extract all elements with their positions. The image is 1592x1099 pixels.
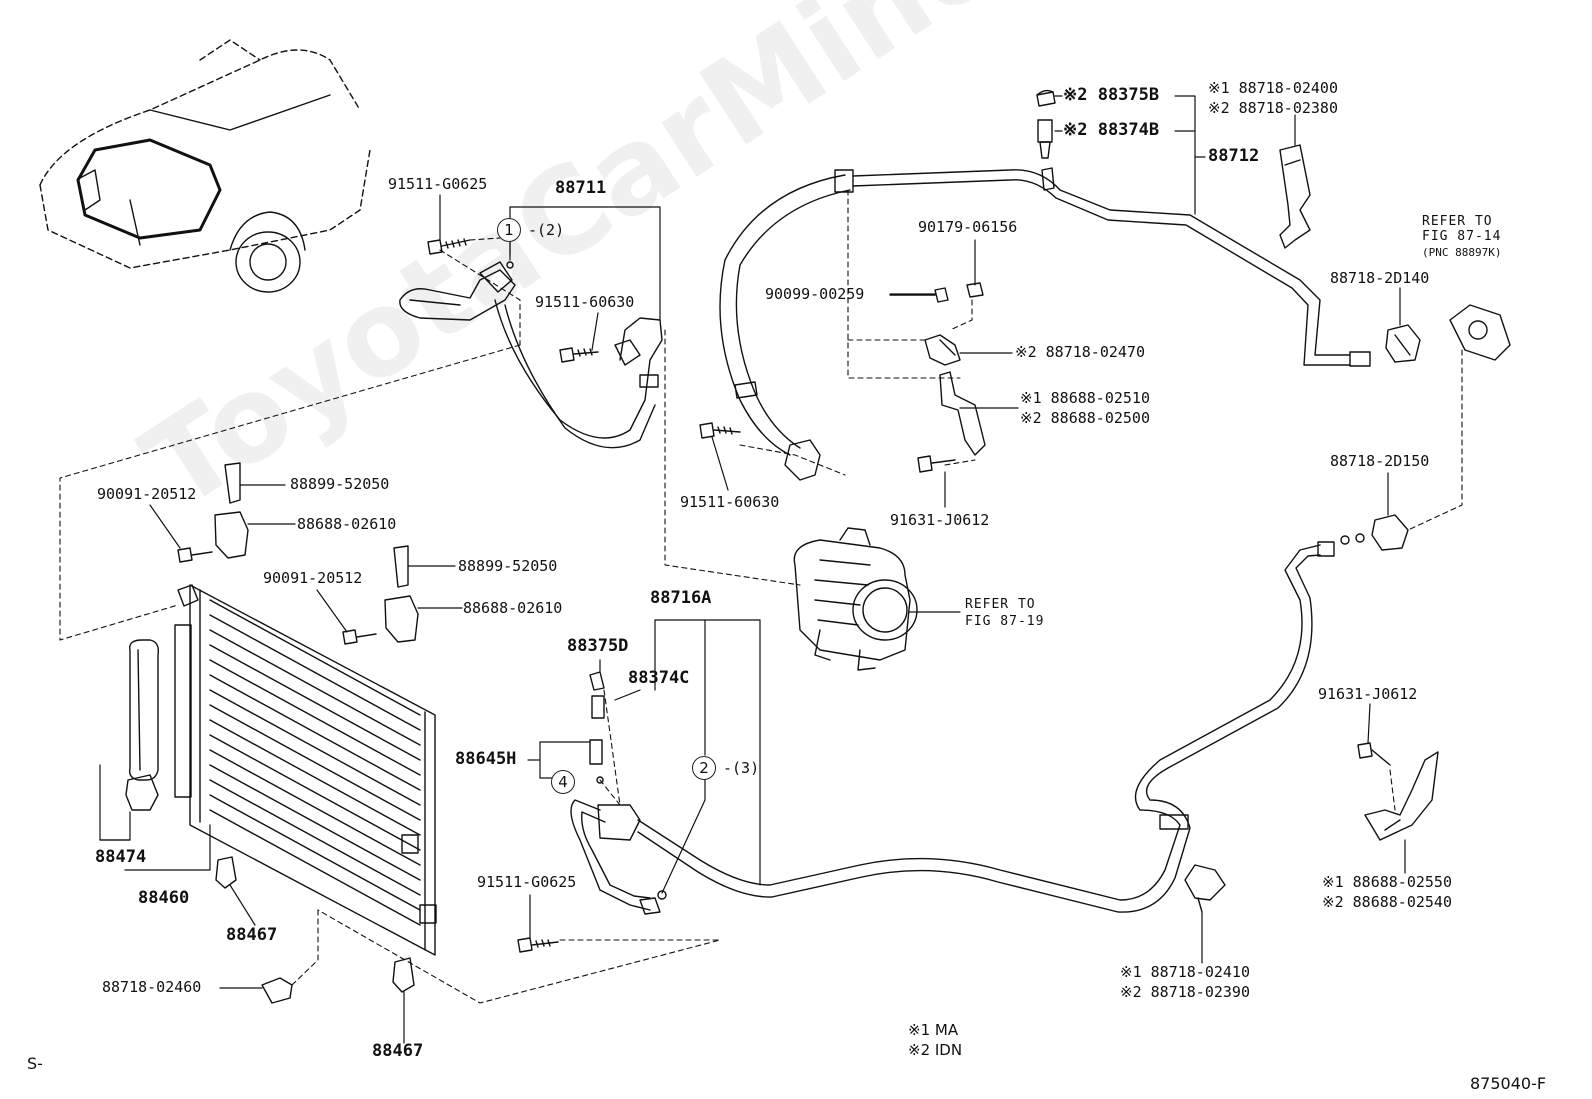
label-refer-to-87-19-b: FIG 87-19 [965, 614, 1045, 629]
label-91511-g0625-b: 91511-G0625 [477, 873, 577, 891]
bolt-91511-g0625-b [517, 937, 559, 953]
label-88374c: 88374C [628, 668, 690, 688]
label-88688-02610-a: 88688-02610 [297, 515, 397, 533]
legend-idn: ※2 IDN [908, 1041, 963, 1059]
receiver-88474 [125, 639, 160, 811]
bolt-91511-60630-b [699, 422, 741, 439]
callout-1: 1 [497, 218, 521, 242]
label-88688-02550: ※1 88688-02550 [1322, 873, 1452, 891]
bolt-90099-00259 [889, 287, 949, 303]
bolt-91631-j0612-a [917, 455, 956, 473]
label-88688-02540: ※2 88688-02540 [1322, 893, 1452, 911]
bracket-88688-02550 [1364, 751, 1439, 841]
label-88718-02390: ※2 88718-02390 [1120, 983, 1250, 1001]
label-refer-to-87-14-a: REFER TO [1422, 214, 1493, 229]
label-88688-bracket-variants: ※1 88688-02510 ※2 88688-02500 [1020, 388, 1150, 428]
label-88374b: ※2 88374B [1063, 120, 1160, 140]
compressor [793, 527, 918, 671]
hose-88711 [399, 261, 663, 449]
label-88375d: 88375D [567, 636, 629, 656]
label-88688-02510: ※1 88688-02510 [1020, 389, 1150, 407]
bracket-lower-88688-02610 [384, 545, 419, 643]
valve-88374b [1037, 119, 1053, 159]
label-88718-02380: ※2 88718-02380 [1208, 99, 1338, 117]
label-88467-a: 88467 [226, 925, 278, 945]
pipe-88712 [852, 167, 1371, 367]
label-91511-60630-a: 91511-60630 [535, 293, 635, 311]
figure-code: 875040-F [1470, 1074, 1547, 1093]
callout-2: 2 [692, 756, 716, 780]
label-88712: 88712 [1208, 146, 1260, 166]
bolt-91511-g0625-top [427, 238, 471, 255]
cap-88375b [1036, 89, 1056, 107]
pipe-88716a [637, 541, 1335, 913]
grommet-87-14 [1449, 304, 1511, 361]
nut-88718-2d140 [1385, 324, 1421, 363]
label-refer-to-87-19-a: REFER TO [965, 597, 1036, 612]
callout-1-note: -(2) [528, 221, 565, 239]
label-88375b: ※2 88375B [1063, 85, 1160, 105]
label-88718-02460: 88718-02460 [102, 978, 202, 996]
bracket-upper-88688-02610 [214, 462, 249, 559]
label-88899-52050-a: 88899-52050 [290, 475, 390, 493]
label-88688-02500: ※2 88688-02500 [1020, 409, 1150, 427]
condenser-88460 [174, 584, 437, 956]
bolts-90091-20512 [177, 547, 377, 645]
label-88474: 88474 [95, 847, 147, 867]
label-90091-20512-b: 90091-20512 [263, 569, 363, 587]
nut-88718-2d150 [1340, 514, 1409, 551]
label-88460: 88460 [138, 888, 190, 908]
label-88712-bracket-variants: ※1 88718-02400 ※2 88718-02380 [1208, 78, 1338, 118]
nut-90179-06156 [966, 282, 984, 298]
clamp-88718-02410 [1184, 864, 1226, 913]
label-88718-2d140: 88718-2D140 [1330, 269, 1430, 287]
label-88645h: 88645H [455, 749, 517, 769]
label-88711: 88711 [555, 178, 607, 198]
label-91631-j0612-a: 91631-J0612 [890, 511, 990, 529]
label-refer-to-87-14-b: FIG 87-14 [1422, 229, 1502, 244]
label-88688-02610-b: 88688-02610 [463, 599, 563, 617]
label-88718-2d150: 88718-2D150 [1330, 452, 1430, 470]
region-legend: ※1 MA ※2 IDN [908, 1020, 962, 1060]
clamp-88718-02470 [924, 334, 961, 366]
label-91631-j0612-b: 91631-J0612 [1318, 685, 1418, 703]
bolt-91511-60630-a [559, 347, 599, 363]
label-88688-02550-variants: ※1 88688-02550 ※2 88688-02540 [1322, 872, 1452, 912]
service-valves-88716a [589, 671, 605, 784]
bolt-91631-j0612-b [1357, 742, 1391, 766]
bracket-88712 [1279, 144, 1311, 249]
label-88467-b: 88467 [372, 1041, 424, 1061]
label-88718-02410: ※1 88718-02410 [1120, 963, 1250, 981]
cushions-88467 [215, 856, 415, 993]
pipe-suction-left [570, 799, 667, 915]
label-91511-g0625-top: 91511-G0625 [388, 175, 488, 193]
label-88716a: 88716A [650, 588, 712, 608]
callout-4: 4 [551, 770, 575, 794]
label-88718-02470: ※2 88718-02470 [1015, 343, 1145, 361]
label-91511-60630-b: 91511-60630 [680, 493, 780, 511]
label-88718-02400: ※1 88718-02400 [1208, 79, 1338, 97]
hose-discharge [719, 169, 854, 481]
corner-marker: S- [27, 1054, 43, 1073]
label-refer-to-87-14-c: (PNC 88897K) [1422, 246, 1502, 259]
callout-2-note: -(3) [723, 759, 760, 777]
label-88899-52050-b: 88899-52050 [458, 557, 558, 575]
legend-ma: ※1 MA [908, 1021, 959, 1039]
label-90091-20512-a: 90091-20512 [97, 485, 197, 503]
label-90099-00259: 90099-00259 [765, 285, 865, 303]
label-90179-06156: 90179-06156 [918, 218, 1018, 236]
car-overview-sketch [39, 39, 371, 293]
label-88718-02410-variants: ※1 88718-02410 ※2 88718-02390 [1120, 962, 1250, 1002]
clip-88718-02460 [261, 977, 293, 1004]
bracket-88688-02510 [939, 371, 986, 456]
